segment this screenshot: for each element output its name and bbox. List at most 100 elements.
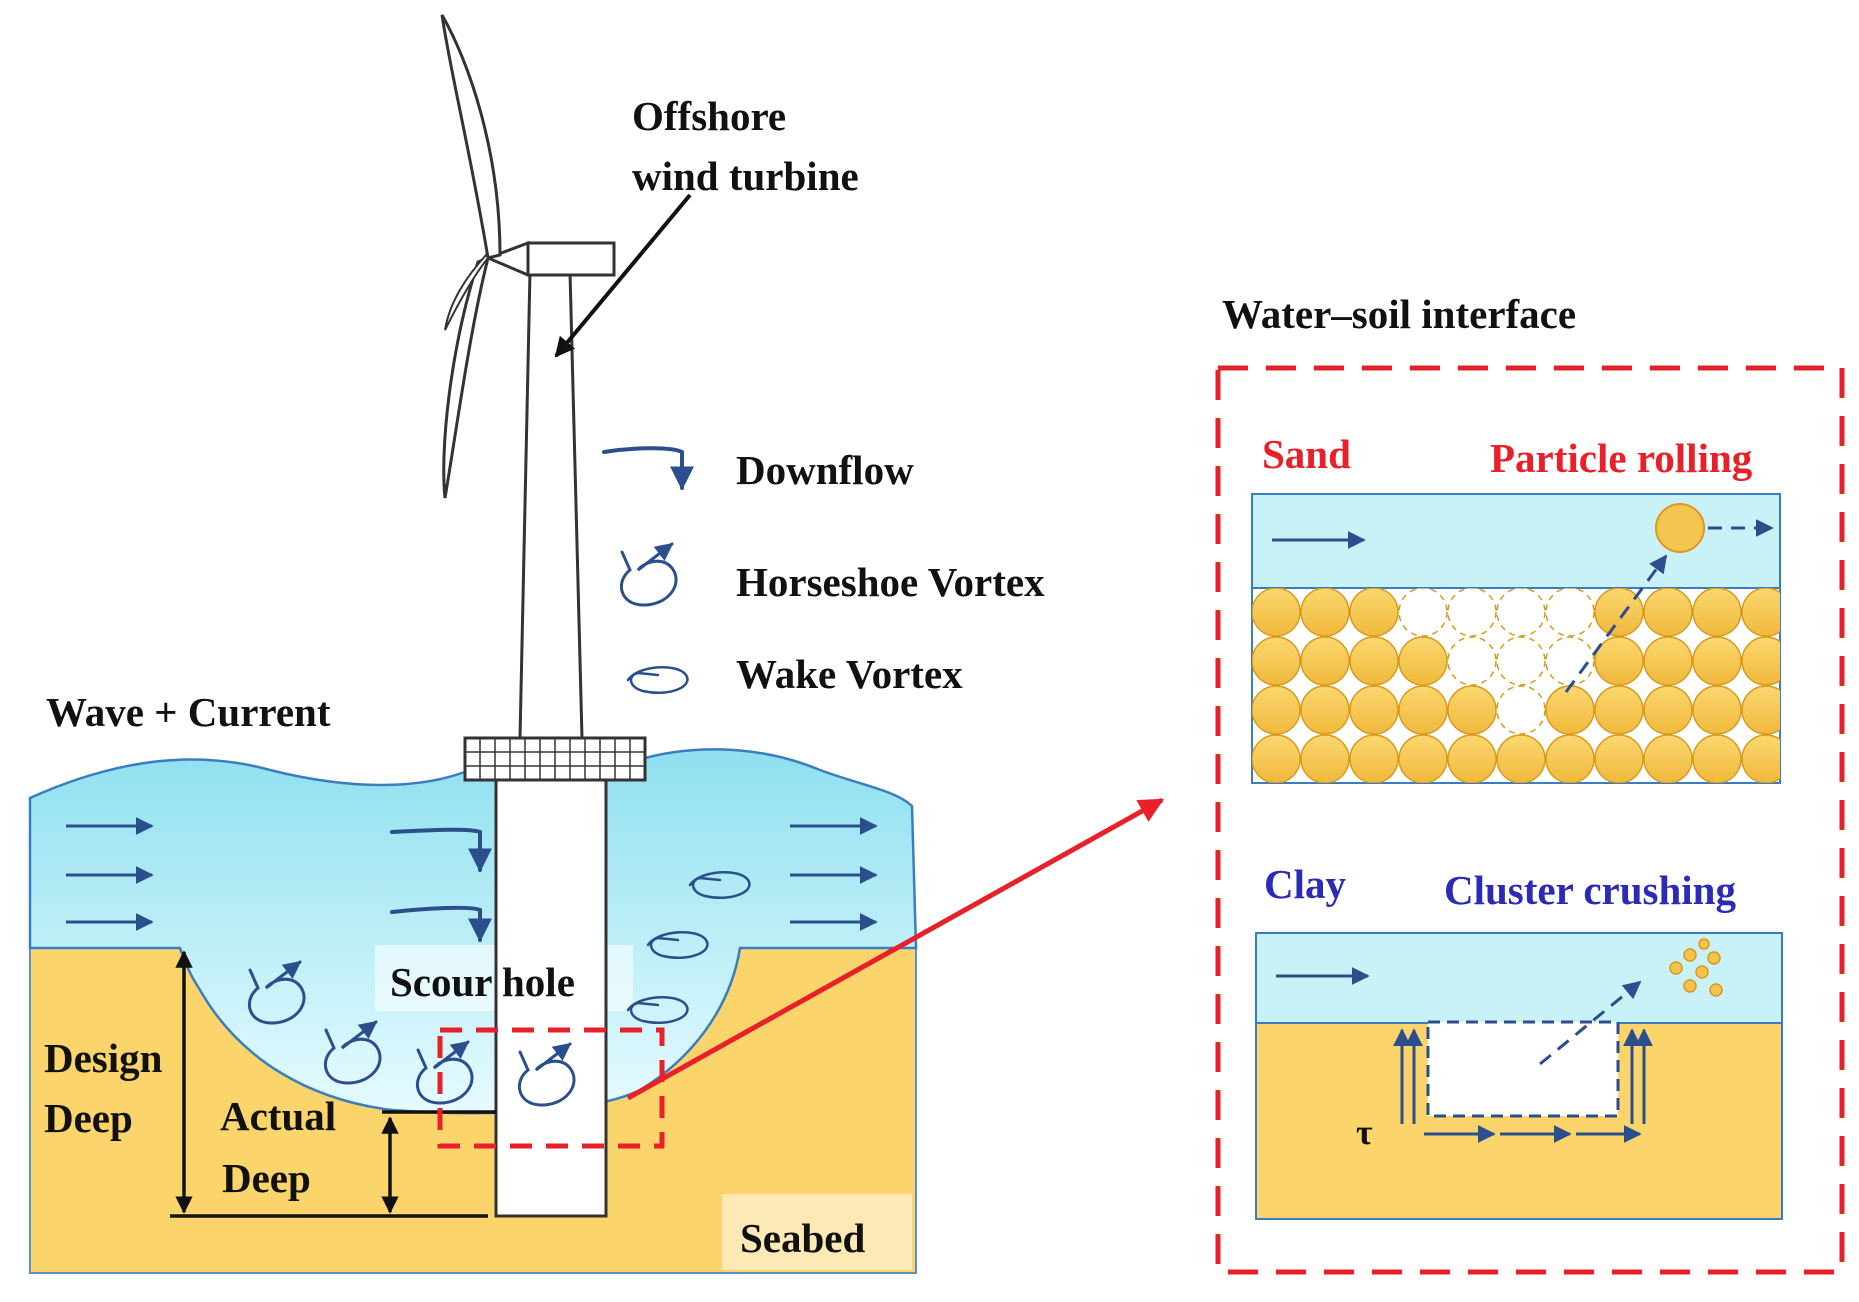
horseshoe-vortex-icon [247,960,306,1025]
cluster-fragments [1669,938,1723,997]
eroded-grain [1447,588,1497,637]
sand-grain [1643,636,1693,686]
transition-piece [463,736,647,782]
sand-grain [1692,588,1742,637]
interface-frame [1215,365,1845,1275]
downflow-arrow [390,905,492,943]
wake-vortices [626,870,751,1025]
sand-grain [1398,685,1448,735]
legend-downflow-label: Downflow [736,447,914,493]
sand-grain [1692,636,1742,686]
sand-mechanism-label: Particle rolling [1490,435,1753,481]
clay-mechanism-label: Cluster crushing [1444,867,1736,913]
blade [444,253,490,331]
turbine-label-line1: Offshore [632,93,786,139]
sand-grain [1594,588,1644,637]
seabed-label: Seabed [740,1215,866,1261]
sand-grain [1741,636,1780,686]
sand-grain [1398,734,1448,783]
sand-grain [1496,734,1546,783]
wake-vortex-icon [626,665,689,695]
legend-horseshoe-label: Horseshoe Vortex [736,559,1045,605]
sand-grain [1741,588,1780,637]
actual-deep-label-line2: Deep [222,1155,311,1201]
sand-grain [1594,734,1644,783]
clay-water-layer [1255,932,1783,1024]
horseshoe-vortex-icon [619,542,678,607]
particle-lift-arrow [1564,554,1668,693]
design-deep-label-line1: Design [44,1035,163,1081]
clay-label: Clay [1264,861,1347,907]
sand-label: Sand [1262,431,1351,477]
horseshoe-vortex-icon [517,1042,576,1107]
sand-grain [1349,734,1399,783]
eroded-grain [1398,588,1448,637]
interface-title: Water–soil interface [1222,291,1576,337]
main-scene: Offshore wind turbine Downflow Horseshoe… [28,14,1165,1274]
sand-grain [1594,685,1644,735]
sand-grain [1300,685,1350,735]
shear-stress-symbol: τ [1356,1112,1373,1152]
hub [483,240,530,278]
sand-grain [1300,734,1350,783]
sand-grain [1398,636,1448,686]
sand-grain [1545,685,1595,735]
eroded-grain [1545,588,1595,637]
sand-grain [1741,685,1780,735]
eroded-grain [1496,685,1546,735]
actual-deep-label-line1: Actual [220,1093,336,1139]
sand-grain [1349,685,1399,735]
sand-grain [1300,636,1350,686]
interface-panel: Water–soil interface Sand Particle rolli… [1215,291,1845,1275]
eroded-grain [1496,588,1546,637]
nacelle [526,241,616,277]
current-arrows-right [790,817,878,931]
sand-grain [1300,588,1350,637]
legend-wake-label: Wake Vortex [736,651,963,697]
zoom-region-box [437,1027,665,1149]
eroded-grain [1496,636,1546,686]
downflow-arrows [390,827,492,943]
sand-grain [1349,588,1399,637]
sand-grain [1741,734,1780,783]
tower [518,270,584,740]
sand-grain [1594,636,1644,686]
scour-hole-label: Scour hole [390,959,575,1005]
shear-stress-arrows [1393,1028,1653,1143]
sand-grain [1692,685,1742,735]
sand-grain [1643,734,1693,783]
sand-grains [1252,588,1780,783]
current-arrows-left [66,817,154,931]
wave-current-label: Wave + Current [46,689,331,735]
wake-vortex-icon [688,870,751,900]
turbine-pointer-arrow [554,193,692,358]
sand-grain [1252,734,1301,783]
sand-grain [1692,734,1742,783]
horseshoe-vortex-icon [415,1040,474,1105]
horseshoe-vortex-icon [323,1020,382,1085]
wake-vortex-icon [626,995,689,1025]
clay-cluster-cavity [1426,1020,1620,1118]
eroded-grain [1447,636,1497,686]
legend: Downflow Horseshoe Vortex Wake Vortex [602,446,1045,697]
seabed-label-bg [722,1194,912,1270]
sand-grain [1643,588,1693,637]
sand-grain [1252,588,1301,637]
sand-grain [1252,685,1301,735]
blade [440,14,502,260]
sand-grain [1349,636,1399,686]
sand-grain [1545,734,1595,783]
sand-grain [1447,734,1497,783]
wake-vortex-icon [646,930,709,960]
downflow-arrow [390,827,492,873]
downflow-icon [602,446,694,491]
sand-grain [1643,685,1693,735]
zoom-callout-arrow [626,797,1165,1101]
rolling-particle [1655,503,1705,553]
design-deep-label-line2: Deep [44,1095,133,1141]
eroded-grain [1545,636,1595,686]
sand-grain [1252,636,1301,686]
turbine-label-line2: wind turbine [632,153,859,199]
blade [442,255,491,499]
